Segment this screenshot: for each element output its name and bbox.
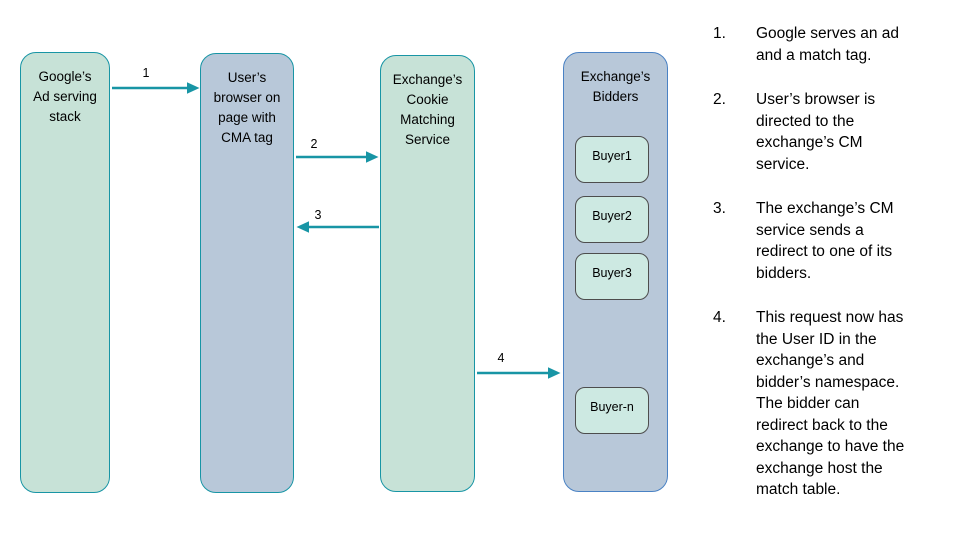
arrow-3-icon bbox=[296, 221, 379, 233]
step-number: 2. bbox=[713, 91, 726, 108]
buyer-box-1: Buyer1 bbox=[575, 136, 649, 183]
buyer-box-2: Buyer2 bbox=[575, 196, 649, 243]
arrow-label-4: 4 bbox=[497, 351, 505, 365]
buyer-box-n: Buyer-n bbox=[575, 387, 649, 434]
node-exchange-bidders: Exchange’s Bidders Buyer1 Buyer2 Buyer3 … bbox=[563, 52, 668, 492]
step-text: The exchange’s CM service sends a redire… bbox=[756, 200, 894, 282]
arrow-4-icon bbox=[477, 367, 561, 379]
steps-list: 1. Google serves an ad and a match tag. … bbox=[713, 23, 949, 524]
arrow-label-2: 2 bbox=[310, 137, 318, 151]
node-user-browser: User’s browser on page with CMA tag bbox=[200, 53, 294, 493]
step-item-1: 1. Google serves an ad and a match tag. bbox=[713, 23, 949, 66]
arrow-label-1: 1 bbox=[142, 66, 150, 80]
node-google-ad-serving-stack: Google’s Ad serving stack bbox=[20, 52, 110, 493]
arrow-label-3: 3 bbox=[314, 208, 322, 222]
node-title-cookie-matching: Exchange’s Cookie Matching Service bbox=[392, 72, 463, 147]
step-text: Google serves an ad and a match tag. bbox=[756, 25, 900, 64]
step-text: User’s browser is directed to the exchan… bbox=[756, 91, 876, 173]
step-text: This request now has the User ID in the … bbox=[756, 309, 905, 498]
node-title-exchange-bidders: Exchange’s Bidders bbox=[580, 69, 651, 104]
arrow-2-icon bbox=[296, 151, 379, 163]
step-number: 4. bbox=[713, 309, 726, 326]
buyer-box-3: Buyer3 bbox=[575, 253, 649, 300]
node-title-user-browser: User’s browser on page with CMA tag bbox=[213, 70, 281, 145]
step-number: 3. bbox=[713, 200, 726, 217]
node-title-google: Google’s Ad serving stack bbox=[33, 69, 97, 124]
step-item-3: 3. The exchange’s CM service sends a red… bbox=[713, 198, 949, 284]
arrow-1-icon bbox=[112, 82, 200, 94]
step-item-2: 2. User’s browser is directed to the exc… bbox=[713, 89, 949, 175]
step-number: 1. bbox=[713, 25, 726, 42]
node-cookie-matching-service: Exchange’s Cookie Matching Service bbox=[380, 55, 475, 492]
step-item-4: 4. This request now has the User ID in t… bbox=[713, 307, 949, 501]
